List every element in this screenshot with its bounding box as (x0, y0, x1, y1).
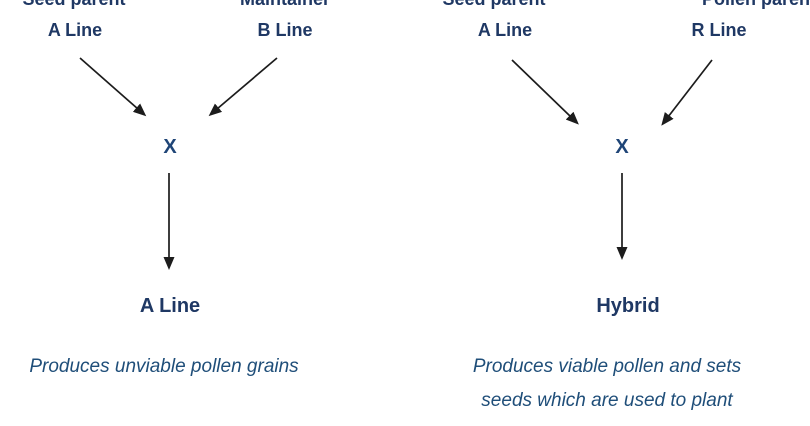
right-caption-line-1: Produces viable pollen and sets (472, 356, 742, 377)
arrow-left-seed-parent (79, 57, 147, 117)
left-caption: Produces unviable pollen grains (29, 350, 298, 384)
right-cross-symbol: X (615, 136, 629, 158)
left-parent1-line-label: A Line (47, 20, 103, 40)
arrow-right-pollen-parent (661, 59, 713, 126)
right-caption-line-3: commercial crop (473, 418, 741, 426)
left-cross-symbol: X (163, 136, 177, 158)
left-result-label: A Line (139, 295, 201, 317)
arrow-left-maintainer (208, 57, 278, 117)
right-caption: Produces viable pollen and sets seeds wh… (473, 350, 741, 426)
right-parent2-role-label: Pollen parent (702, 0, 810, 10)
right-parent1-line-label: A Line (477, 20, 533, 40)
right-parent2-line-label: R Line (691, 20, 747, 40)
right-parent1-role-label: Seed parent (442, 0, 545, 10)
left-parent1-role-label: Seed parent (22, 0, 125, 10)
right-result-label: Hybrid (596, 295, 660, 317)
right-caption-line-2: seeds which are used to plant (481, 390, 733, 411)
left-caption-line-1: Produces unviable pollen grains (29, 356, 299, 377)
arrow-right-seed-parent (511, 59, 579, 125)
left-parent2-line-label: B Line (257, 20, 313, 40)
left-parent2-role-label: Maintainer (240, 0, 330, 10)
